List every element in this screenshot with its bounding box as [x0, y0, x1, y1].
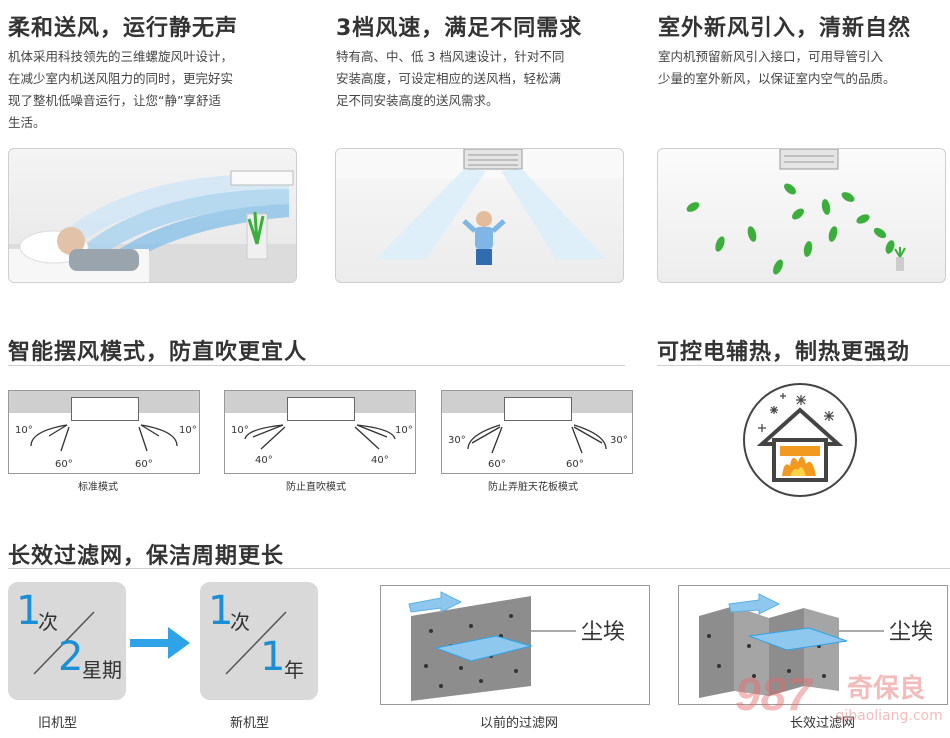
swing-mode-anti-direct: 10° 40° 10° 40° [224, 390, 416, 474]
feature-desc-2: 特有高、中、低 3 档风速设计，针对不同 安装高度，可设定相应的送风档，轻松满 … [336, 49, 565, 108]
watermark: 987 奇保良 .qibaoliang.com [735, 664, 947, 734]
photo-quiet-airflow [8, 148, 297, 283]
filter-divider [8, 568, 950, 569]
previous-filter-diagram: 尘埃 [380, 585, 650, 705]
swing-arrows [244, 424, 396, 450]
swing-mode-standard: 10° 60° 10° 60° [8, 390, 200, 474]
heating-house-icon [743, 383, 857, 497]
long-life-filter-caption: 长效过滤网 [790, 716, 856, 731]
filter-title: 长效过滤网，保洁周期更长 [8, 544, 285, 569]
fresh-air-illustration [686, 149, 906, 275]
swing-arrows [467, 424, 607, 454]
cassette-unit [504, 397, 572, 421]
photo-fan-speeds [335, 148, 624, 283]
watermark-logo-icon: 987 [735, 668, 814, 719]
feature-title-2: 3档风速，满足不同需求 [336, 16, 583, 41]
cassette-unit [287, 397, 355, 421]
long-life-filter-diagram: 尘埃 [678, 585, 948, 705]
feature-title-3: 室外新风引入，清新自然 [658, 16, 912, 41]
watermark-text: 奇保良 [847, 674, 926, 704]
cassette-unit [71, 397, 139, 421]
swing-caption-anti-direct: 防止直吹模式 [286, 482, 346, 493]
quiet-airflow-illustration [9, 170, 296, 282]
dust-label: 尘埃 [581, 620, 626, 645]
dust-label: 尘埃 [889, 620, 934, 645]
swing-arrows [30, 424, 178, 452]
swing-caption-standard: 标准模式 [78, 482, 118, 493]
feature-desc-3: 室内机预留新风引入接口，可用导管引入 少量的室外新风，以保证室内空气的品质。 [658, 49, 896, 86]
old-model-frequency: 1 次 2 星期 [8, 582, 126, 700]
arrow-right-icon [130, 627, 190, 659]
swing-caption-anti-ceiling-dirt: 防止弄脏天花板模式 [488, 482, 578, 493]
feature-title-1: 柔和送风，运行静无声 [8, 16, 239, 41]
swing-divider [8, 365, 625, 366]
swing-title: 智能摆风模式，防直吹更宜人 [8, 340, 308, 365]
photo-fresh-air [657, 148, 946, 283]
watermark-site: .qibaoliang.com [831, 708, 943, 724]
previous-filter-caption: 以前的过滤网 [480, 716, 559, 731]
feature-desc-1: 机体采用科技领先的三维螺旋风叶设计， 在减少室内机送风阻力的同时，更完好实 现了… [8, 49, 234, 130]
swing-mode-anti-ceiling-dirt: 30° 60° 30° 60° [441, 390, 633, 474]
fan-speed-illustration [336, 149, 623, 265]
old-model-caption: 旧机型 [38, 716, 78, 731]
heat-divider [657, 365, 950, 366]
svg-text:987: 987 [735, 668, 814, 719]
heat-title: 可控电辅热，制热更强劲 [657, 340, 911, 365]
new-model-caption: 新机型 [230, 716, 270, 731]
new-model-frequency: 1 次 1 年 [200, 582, 318, 700]
